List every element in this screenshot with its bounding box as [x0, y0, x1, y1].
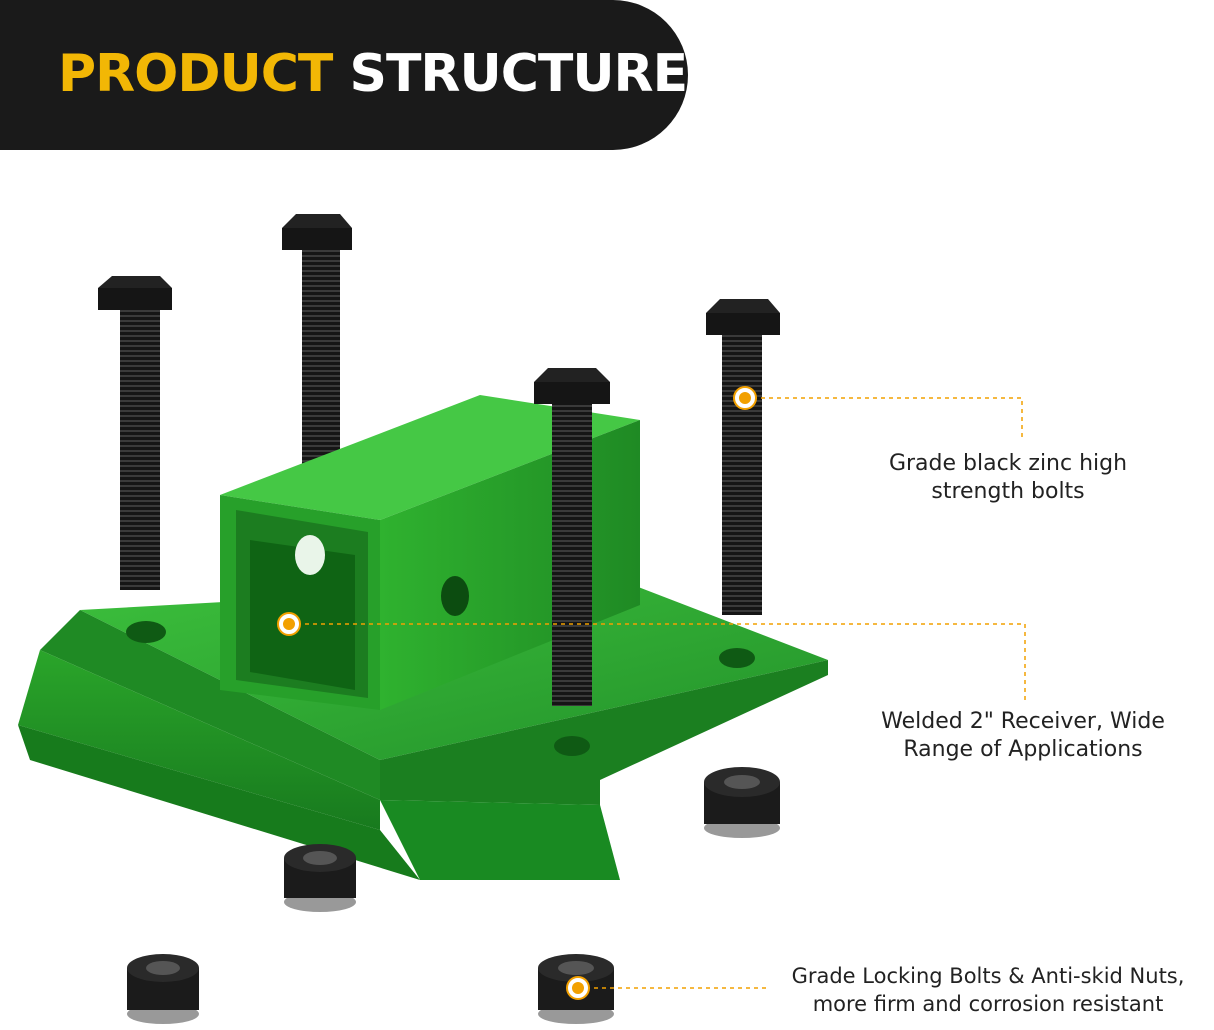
title-word-product: PRODUCT — [58, 44, 333, 104]
nut-bottom-left — [127, 954, 199, 1024]
callout-receiver-line2: Range of Applications — [903, 737, 1143, 762]
bolt-back-middle — [282, 214, 352, 480]
bolt-front-right — [706, 299, 780, 615]
bolt-front-middle — [534, 368, 610, 706]
title-banner: PRODUCT STRUCTURE — [0, 0, 688, 150]
leader-line-bolts — [745, 397, 1023, 440]
leader-line-receiver — [289, 623, 1026, 700]
marker-receiver — [277, 612, 301, 636]
marker-bolts — [733, 386, 757, 410]
page-title: PRODUCT STRUCTURE — [58, 42, 689, 106]
callout-receiver: Welded 2" Receiver, Wide Range of Applic… — [848, 708, 1198, 764]
callout-nuts: Grade Locking Bolts & Anti-skid Nuts, mo… — [770, 962, 1206, 1018]
callout-nuts-line2: more firm and corrosion resistant — [812, 992, 1164, 1016]
callout-bolts: Grade black zinc high strength bolts — [858, 450, 1158, 506]
marker-nuts — [566, 976, 590, 1000]
callout-bolts-line2: strength bolts — [931, 479, 1085, 504]
nut-under-plate — [284, 844, 356, 912]
product-illustration — [18, 214, 1026, 1024]
callout-nuts-line1: Grade Locking Bolts & Anti-skid Nuts, — [791, 964, 1185, 988]
bolt-back-left — [98, 276, 172, 590]
callout-bolts-line1: Grade black zinc high — [888, 451, 1128, 476]
title-word-structure: STRUCTURE — [349, 44, 689, 104]
nut-right — [704, 767, 780, 838]
callout-receiver-line1: Welded 2" Receiver, Wide — [881, 709, 1165, 734]
